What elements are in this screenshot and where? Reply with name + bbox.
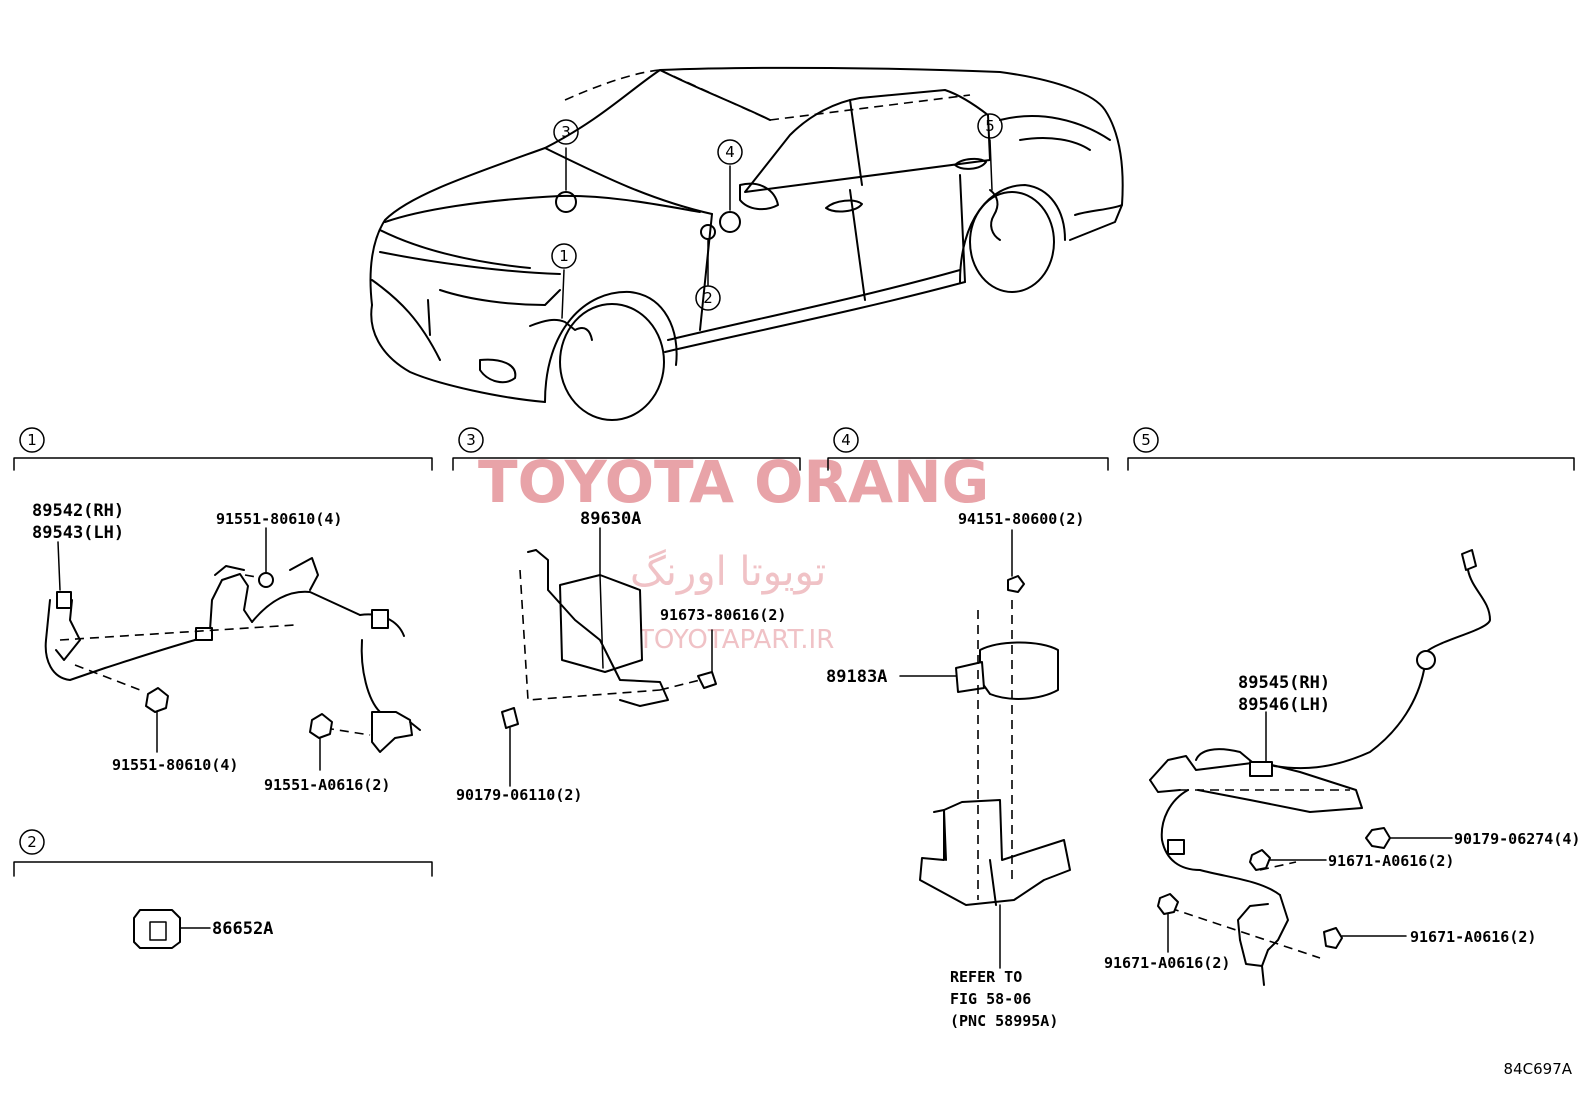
label-91551-80610-bottom: 91551-80610(4) bbox=[112, 756, 238, 774]
label-89630a: 89630A bbox=[580, 509, 641, 529]
label-90179-06274: 90179-06274(4) bbox=[1454, 830, 1580, 848]
callout-1: 1 bbox=[551, 243, 577, 269]
label-90179-06110: 90179-06110(2) bbox=[456, 786, 582, 804]
section-header-5: 5 bbox=[1127, 427, 1575, 471]
callout-3: 3 bbox=[553, 119, 579, 145]
svg-text:2: 2 bbox=[703, 289, 713, 307]
label-89542-rh: 89542(RH) bbox=[32, 501, 124, 521]
svg-text:4: 4 bbox=[841, 431, 851, 449]
svg-text:3: 3 bbox=[561, 123, 571, 141]
label-89543-lh: 89543(LH) bbox=[32, 523, 124, 543]
svg-text:2: 2 bbox=[27, 833, 37, 851]
label-91671-a0616-b: 91671-A0616(2) bbox=[1104, 954, 1230, 972]
watermark-site: TOYOTAPART.IR bbox=[637, 625, 834, 655]
section-header-3: 3 bbox=[452, 427, 801, 471]
svg-text:5: 5 bbox=[1141, 431, 1151, 449]
section-header-2: 2 bbox=[13, 829, 433, 877]
label-91671-a0616-c: 91671-A0616(2) bbox=[1410, 928, 1536, 946]
label-91671-a0616-a: 91671-A0616(2) bbox=[1328, 852, 1454, 870]
label-refer-to: REFER TO bbox=[950, 968, 1022, 986]
label-91551-a0616: 91551-A0616(2) bbox=[264, 776, 390, 794]
section-4-parts bbox=[899, 529, 1071, 969]
callout-4: 4 bbox=[717, 139, 743, 165]
section-1-parts bbox=[44, 527, 421, 771]
section-header-1: 1 bbox=[13, 427, 433, 471]
svg-text:4: 4 bbox=[725, 143, 735, 161]
watermark-brand: TOYOTA ORANG bbox=[478, 448, 989, 516]
label-fig-58-06: FIG 58-06 bbox=[950, 990, 1031, 1008]
label-89546-lh: 89546(LH) bbox=[1238, 695, 1330, 715]
section-5-parts bbox=[1149, 549, 1491, 986]
label-89183a: 89183A bbox=[826, 667, 887, 687]
label-89545-rh: 89545(RH) bbox=[1238, 673, 1330, 693]
section-header-4: 4 bbox=[827, 427, 1109, 471]
watermark-brand-fa: تویوتا اورنگ bbox=[630, 549, 826, 595]
callout-5: 5 bbox=[977, 113, 1003, 139]
figure-code: 84C697A bbox=[1504, 1060, 1573, 1078]
label-91673-80616: 91673-80616(2) bbox=[660, 606, 786, 624]
label-86652a: 86652A bbox=[212, 919, 273, 939]
svg-text:1: 1 bbox=[559, 247, 569, 265]
svg-text:3: 3 bbox=[466, 431, 476, 449]
section-3-parts bbox=[501, 527, 717, 787]
car-overview-drawing bbox=[369, 66, 1124, 421]
svg-text:1: 1 bbox=[27, 431, 37, 449]
label-94151-80600: 94151-80600(2) bbox=[958, 510, 1084, 528]
section-2-part bbox=[133, 909, 211, 949]
svg-text:5: 5 bbox=[985, 117, 995, 135]
callout-2: 2 bbox=[695, 285, 721, 311]
label-91551-80610-top: 91551-80610(4) bbox=[216, 510, 342, 528]
label-pnc-58995a: (PNC 58995A) bbox=[950, 1012, 1058, 1030]
